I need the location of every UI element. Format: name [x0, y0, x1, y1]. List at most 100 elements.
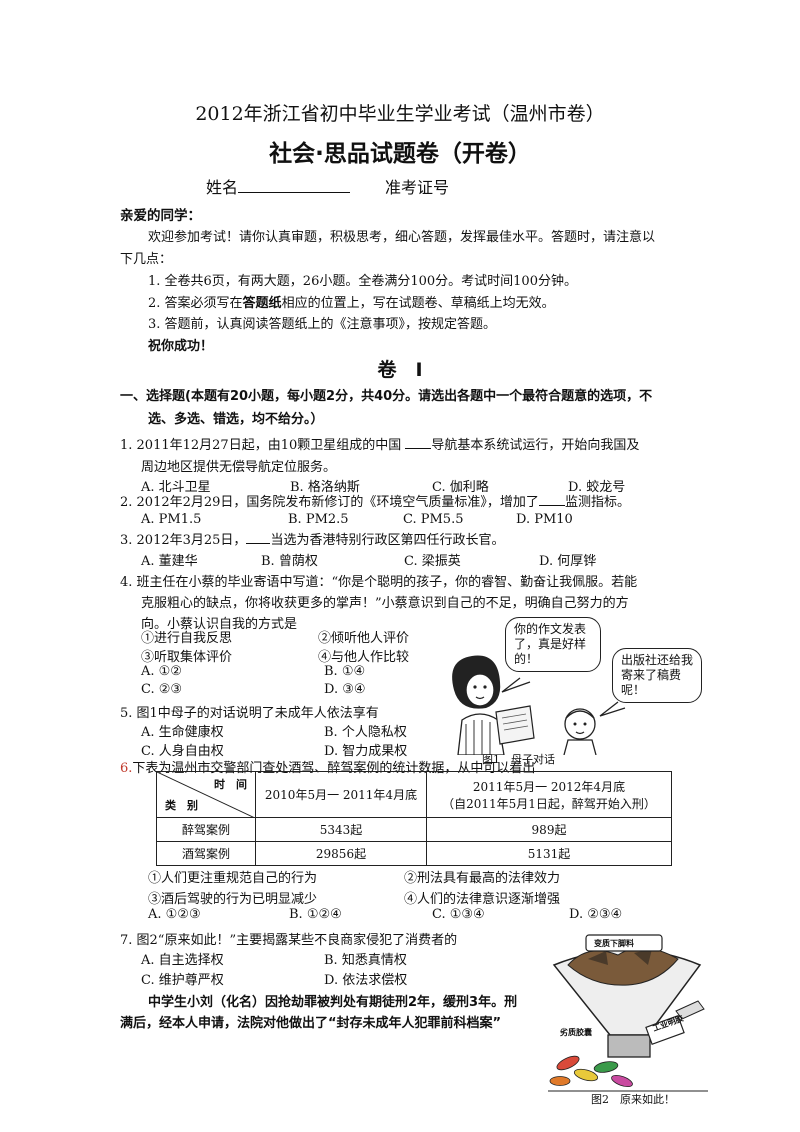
- q5-option-a: A. 生命健康权: [141, 725, 224, 740]
- q7-option-d: D. 依法求偿权: [324, 973, 408, 988]
- figure-2-label-top: 变质下脚料: [594, 939, 634, 948]
- q2-stem-b: 监测指标。: [564, 495, 630, 510]
- table-corner-cell: 时 间 类 别: [156, 771, 256, 818]
- q5-option-b: B. 个人隐私权: [324, 725, 407, 740]
- id-label: 准考证号: [385, 178, 450, 197]
- q6-option-c: C. ①③④: [432, 907, 485, 922]
- q4-item-4: ④与他人作比较: [318, 650, 410, 665]
- table-col-2-header-line-1: 2011年5月一 2012年4月底: [472, 779, 626, 794]
- figure-1-caption: 图1 母子对话: [482, 753, 555, 766]
- q7-option-c: C. 维护尊严权: [141, 973, 224, 988]
- figure-2-cartoon: [548, 934, 708, 1092]
- table-cell: 5131起: [426, 841, 672, 866]
- table-row-label: 醉驾案例: [156, 817, 256, 842]
- q2-option-c: C. PM5.5: [403, 512, 464, 527]
- q3-option-a: A. 董建华: [141, 554, 198, 569]
- q1-option-d: D. 蛟龙号: [568, 480, 626, 495]
- q3-option-c: C. 梁振英: [404, 554, 461, 569]
- q6-number: 6.: [120, 761, 133, 776]
- figure-1-bubble-child: 出版社还给我寄来了稿费呢！: [612, 648, 702, 703]
- paper-title: 社会·思品试题卷（开卷）: [269, 141, 531, 167]
- table-row: 酒驾案例 29856起 5131起: [156, 841, 672, 866]
- table-cell: 29856起: [255, 841, 427, 866]
- q2-option-b: B. PM2.5: [288, 512, 349, 527]
- name-label: 姓名: [206, 178, 239, 197]
- q1-blank: [405, 434, 432, 449]
- note-2-pre: 2. 答案必须写在: [148, 296, 243, 311]
- statistics-table: 时 间 类 别 2010年5月一 2011年4月底 2011年5月一 2012年…: [156, 771, 672, 866]
- table-col-2-header: 2011年5月一 2012年4月底 （自2011年5月1日起，醉驾开始入刑）: [426, 771, 672, 818]
- q4-stem-line-1: 4. 班主任在小蔡的毕业寄语中写道：“你是个聪明的孩子，你的睿智、勤奋让我佩服。…: [120, 575, 638, 590]
- q4-option-c: C. ②③: [141, 682, 183, 697]
- q6-item-2: ②刑法具有最高的法律效力: [404, 871, 561, 886]
- q2-option-d: D. PM10: [516, 512, 573, 527]
- q6-option-b: B. ①②④: [289, 907, 342, 922]
- q2-stem: 2. 2012年2月29日，国务院发布新修订的《环境空气质量标准》，增加了 监测指…: [120, 491, 630, 510]
- part-instructions-line-1: 一、选择题(本题有20小题，每小题2分，共40分。请选出各题中一个最符合题意的选…: [120, 389, 653, 404]
- name-blank: [238, 178, 351, 193]
- q5-option-c: C. 人身自由权: [141, 744, 224, 759]
- q4-item-1: ①进行自我反思: [141, 631, 233, 646]
- paragraph-line-1: 中学生小刘（化名）因抢劫罪被判处有期徒刑2年，缓刑3年。刑: [148, 995, 518, 1010]
- q5-stem: 5. 图1中母子的对话说明了未成年人依法享有: [120, 706, 379, 721]
- note-2-post: 相应的位置上，写在试题卷、草稿纸上均无效。: [281, 296, 555, 311]
- q1-stem-a: 1. 2011年12月27日起，由10颗卫星组成的中国: [120, 438, 402, 453]
- q4-stem-line-2: 克服粗心的缺点，你将收获更多的掌声！”小蔡意识到自己的不足，明确自己努力的方: [141, 596, 629, 611]
- q2-stem-a: 2. 2012年2月29日，国务院发布新修订的《环境空气质量标准》，增加了: [120, 495, 539, 510]
- note-2: 2. 答案必须写在答题纸相应的位置上，写在试题卷、草稿纸上均无效。: [148, 292, 555, 311]
- paragraph-line-2: 满后，经本人申请，法院对他做出了“封存未成年人犯罪前科档案”: [120, 1016, 502, 1031]
- section-heading: 卷 I: [377, 359, 423, 381]
- q6-item-3: ③酒后驾驶的行为已明显减少: [148, 892, 318, 907]
- table-cell: 5343起: [255, 817, 427, 842]
- q1-option-c: C. 伽利略: [432, 480, 489, 495]
- note-1: 1. 全卷共6页，有两大题，26小题。全卷满分100分。考试时间100分钟。: [148, 274, 577, 289]
- q1-option-b: B. 格洛纳斯: [290, 480, 360, 495]
- figure-2-caption: 图2 原来如此！: [591, 1093, 675, 1106]
- q1-stem-line-1: 1. 2011年12月27日起，由10颗卫星组成的中国 导航基本系统试运行，开始…: [120, 434, 639, 453]
- q4-stem-line-3: 向。小蔡认识自我的方式是: [141, 617, 298, 632]
- q6-item-1: ①人们更注重规范自己的行为: [148, 871, 318, 886]
- q3-blank: [246, 529, 271, 544]
- q3-stem-a: 3. 2012年3月25日，: [120, 533, 247, 548]
- q7-option-a: A. 自主选择权: [141, 953, 224, 968]
- q7-stem: 7. 图2“原来如此！”主要揭露某些不良商家侵犯了消费者的: [120, 933, 458, 948]
- note-3: 3. 答题前，认真阅读答题纸上的《注意事项》，按规定答题。: [148, 317, 497, 332]
- figure-2-label-left: 劣质胶囊: [560, 1028, 592, 1037]
- q6-option-d: D. ②③④: [569, 907, 623, 922]
- q3-option-b: B. 曾荫权: [261, 554, 318, 569]
- table-col-2-header-line-2: （自2011年5月1日起，醉驾开始入刑）: [442, 796, 656, 811]
- q2-option-a: A. PM1.5: [141, 512, 202, 527]
- table-corner-diagonal: [157, 772, 255, 818]
- figure-1-cartoon: [452, 655, 626, 755]
- q4-item-2: ②倾听他人评价: [318, 631, 410, 646]
- part-instructions-line-2: 选、多选、错选，均不给分。）: [148, 412, 324, 427]
- table-cell: 989起: [426, 817, 672, 842]
- q3-stem-b: 当选为香港特别行政区第四任行政长官。: [270, 533, 505, 548]
- q3-option-d: D. 何厚铧: [539, 554, 597, 569]
- intro-line-1: 欢迎参加考试！请你认真审题，积极思考，细心答题，发挥最佳水平。答题时，请注意以: [148, 230, 656, 245]
- q6-item-4: ④人们的法律意识逐渐增强: [404, 892, 561, 907]
- note-2-bold: 答题纸: [242, 296, 282, 311]
- table-row: 醉驾案例 5343起 989起: [156, 817, 672, 842]
- greeting: 亲爱的同学：: [120, 208, 201, 224]
- q7-option-b: B. 知悉真情权: [324, 953, 407, 968]
- figure-1-bubble-mother: 你的作文发表了，真是好样的！: [505, 617, 601, 672]
- q4-item-3: ③听取集体评价: [141, 650, 233, 665]
- table-col-1-header: 2010年5月一 2011年4月底: [255, 771, 427, 818]
- q5-option-d: D. 智力成果权: [324, 744, 408, 759]
- q2-blank: [538, 491, 565, 506]
- q4-option-a: A. ①②: [141, 664, 182, 679]
- wish: 祝你成功！: [148, 339, 214, 354]
- exam-title: 2012年浙江省初中毕业生学业考试（温州市卷）: [195, 103, 605, 125]
- q1-stem-b: 导航基本系统试运行，开始向我国及: [431, 438, 640, 453]
- q3-stem: 3. 2012年3月25日， 当选为香港特别行政区第四任行政长官。: [120, 529, 504, 548]
- q6-option-a: A. ①②③: [148, 907, 201, 922]
- table-row-label: 酒驾案例: [156, 841, 256, 866]
- q4-option-b: B. ①④: [324, 664, 366, 679]
- q4-option-d: D. ③④: [324, 682, 366, 697]
- q1-stem-line-2: 周边地区提供无偿导航定位服务。: [141, 460, 337, 475]
- table-header-type: 类 别: [165, 799, 198, 812]
- q1-option-a: A. 北斗卫星: [141, 480, 211, 495]
- intro-line-2: 下几点：: [120, 252, 173, 267]
- name-field: 姓名: [206, 174, 351, 198]
